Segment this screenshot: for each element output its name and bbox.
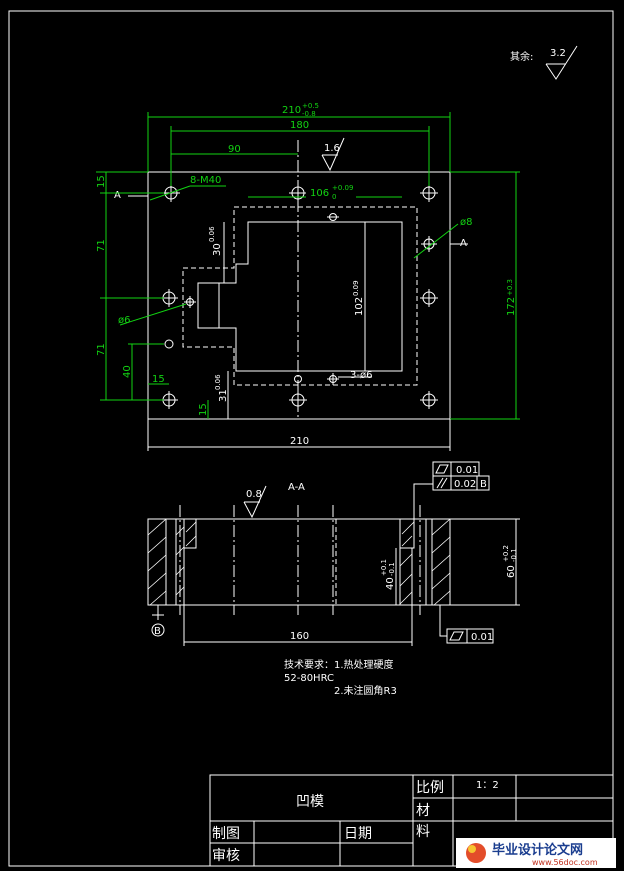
dim-106-tol-upper: +0.09: [332, 184, 353, 192]
parallel-icon: [436, 477, 444, 489]
dim-210-top: 210: [282, 105, 301, 116]
datum-label: B: [154, 626, 161, 637]
dim-30: 30: [212, 243, 223, 256]
roughness-note-label: 其余:: [510, 50, 533, 63]
thread-callout: 8-M40: [190, 175, 221, 186]
scale-value: 1：2: [476, 780, 499, 791]
step-outline: [197, 282, 236, 329]
dim-31-tol: 0.06: [214, 374, 222, 390]
top-view: A A 1.6 210 +0.5 -0.8 180 90 8-M40 106 +…: [96, 102, 520, 451]
dim-15-left: 15: [96, 175, 107, 188]
roughness-symbol-icon: [545, 45, 578, 80]
gdt-frame-top: 0.01 0.02 B: [413, 461, 490, 519]
dim-210-bottom: 210: [290, 436, 309, 447]
dim-30-tol: 0.06: [208, 226, 216, 242]
dim-210-tol-upper: +0.5: [302, 102, 319, 110]
dim-180: 180: [290, 120, 309, 131]
dim-15-bottom-h: 15: [152, 374, 165, 385]
dim-31: 31: [218, 389, 229, 402]
dim-40-tol-lower: -0.1: [388, 562, 396, 576]
bolt-hole: [289, 391, 307, 409]
gdt-parallel-datum: B: [480, 479, 487, 490]
dim-210-tol-lower: -0.8: [302, 110, 316, 118]
roughness-1-6: 1.6: [324, 143, 340, 154]
gdt-flatness-1: 0.01: [456, 465, 478, 476]
bolt-hole: [289, 184, 307, 202]
dim-172: 172: [506, 297, 517, 316]
tech-req-line-2: 52-80HRC: [284, 673, 334, 684]
hole-dia-callout: ø8: [460, 217, 472, 228]
roughness-note-value: 3.2: [550, 48, 566, 59]
dim-90: 90: [228, 144, 241, 155]
dim-160: 160: [290, 631, 309, 642]
dim-106: 106: [310, 188, 329, 199]
bolt-hole: [420, 391, 438, 409]
part-name: 凹模: [296, 794, 324, 810]
pocket-outline-hidden: [182, 206, 418, 386]
dim-172-tol: +0.3: [506, 279, 514, 296]
watermark: 毕业设计论文网 www.56doc.com: [456, 838, 616, 868]
section-label-right: A: [460, 238, 467, 249]
section-view: A-A 0.8: [147, 461, 520, 646]
tech-req-line-1: 技术要求：1.热处理硬度: [284, 658, 394, 671]
dim-102: 102: [354, 297, 365, 316]
dim-60-tol-upper: +0.2: [502, 545, 510, 562]
datum-marker: [151, 623, 165, 637]
material-label-2: 料: [416, 824, 430, 840]
date-label: 日期: [344, 826, 372, 842]
material-label: 材: [416, 803, 430, 819]
general-roughness-note: 其余: 3.2: [510, 45, 578, 80]
watermark-logo-icon: [466, 843, 486, 863]
section-outline: [147, 518, 451, 606]
watermark-url: www.56doc.com: [532, 858, 598, 867]
flatness-icon: [449, 631, 464, 641]
bolt-holes: [160, 184, 438, 409]
roughness-symbol-icon: [243, 485, 267, 519]
dim-15-bottom-v: 15: [198, 403, 209, 416]
section-label-left: A: [114, 190, 121, 201]
left-hatched-wall: [147, 518, 167, 606]
dim-60: 60: [506, 565, 517, 578]
dim-40: 40: [122, 365, 133, 378]
section-title: A-A: [288, 482, 305, 493]
gdt-parallel-value: 0.02: [454, 479, 476, 490]
bolt-hole: [420, 289, 438, 307]
technical-requirements: 技术要求：1.热处理硬度 52-80HRC 2.未注圆角R3: [284, 658, 397, 697]
right-hatched-wall: [431, 518, 451, 606]
pin-holes-callout: 3-ø6: [350, 370, 372, 381]
small-holes: [164, 213, 437, 385]
plate-outline: [147, 171, 451, 420]
cavity-outline: [218, 221, 403, 372]
gdt-frame-bottom: 0.01: [439, 605, 494, 644]
pin-dia-callout: ø6: [118, 315, 130, 326]
bolt-hole: [420, 184, 438, 202]
roughness-symbol-icon: [321, 137, 345, 172]
dim-60-tol-lower: -0.1: [510, 548, 518, 562]
watermark-text: 毕业设计论文网: [492, 842, 583, 858]
dim-71-upper: 71: [96, 239, 107, 252]
dim-102-tol: 0.09: [352, 280, 360, 296]
drawing-border: [8, 10, 614, 867]
checked-by-label: 审核: [212, 848, 240, 864]
dim-106-tol-lower: 0: [332, 193, 336, 201]
flatness-icon: [435, 464, 449, 474]
scale-label: 比例: [416, 780, 444, 796]
title-block: 凹模 比例 1：2 材 料 制图 日期 审核: [209, 774, 614, 867]
drawn-by-label: 制图: [212, 826, 240, 842]
dim-40-tol-upper: +0.1: [380, 559, 388, 576]
dim-71-lower: 71: [96, 343, 107, 356]
gdt-flatness-2: 0.01: [471, 632, 493, 643]
tech-req-line-3: 2.未注圆角R3: [334, 684, 397, 697]
dim-40-depth: 40: [385, 577, 396, 590]
roughness-0-8: 0.8: [246, 489, 262, 500]
